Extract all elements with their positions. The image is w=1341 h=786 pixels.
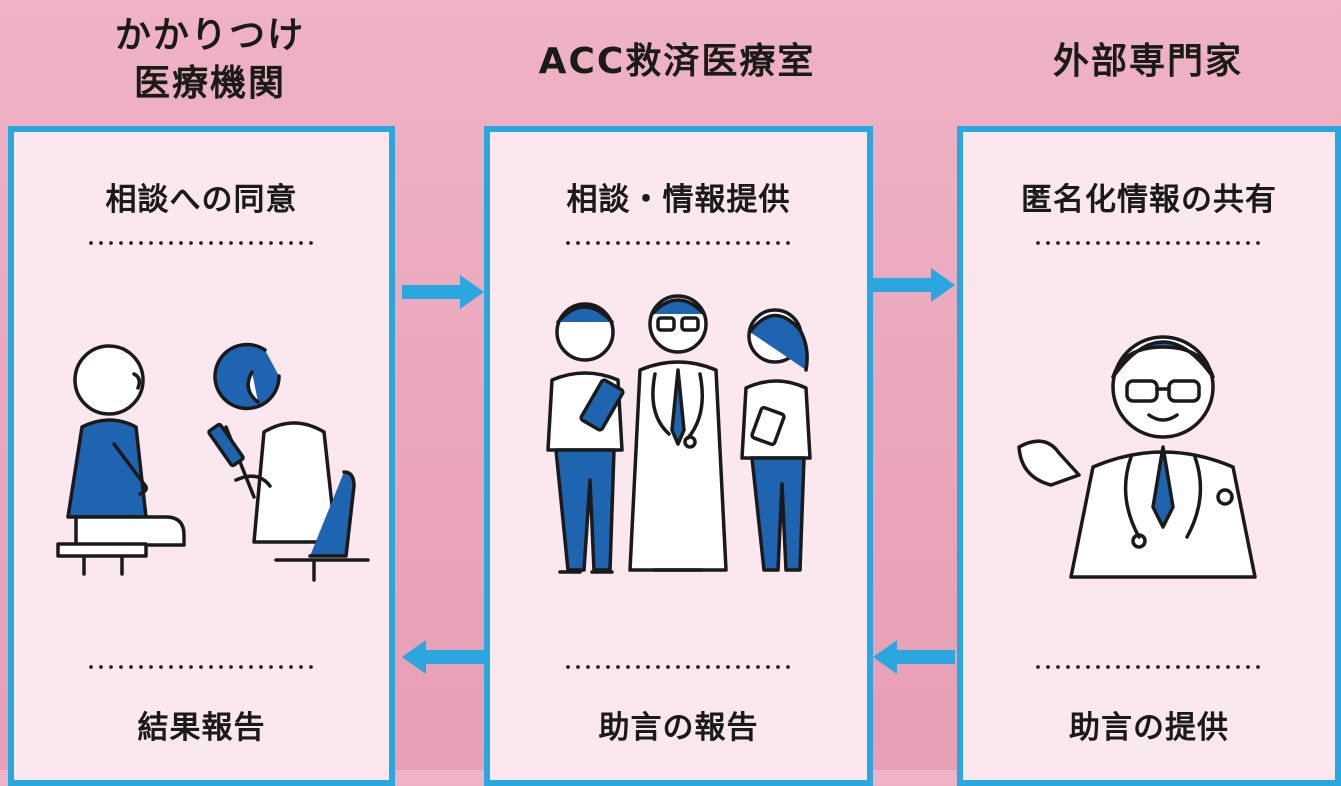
specialist-doctor-icon	[1017, 335, 1257, 579]
dotted-divider	[85, 664, 318, 670]
panel-acc-footer: 助言の報告	[598, 710, 759, 746]
panel-expert-heading: 匿名化情報の共有	[1021, 182, 1277, 218]
panel-acc-heading: 相談・情報提供	[566, 182, 791, 218]
title-expert-line1: 外部専門家	[1052, 41, 1243, 82]
dotted-divider	[562, 664, 795, 670]
title-clinic-line2: 医療機関	[133, 63, 286, 104]
panel-clinic-footer: 結果報告	[137, 710, 266, 746]
arrow-right-icon	[873, 268, 955, 302]
title-expert: 外部専門家	[955, 38, 1341, 86]
title-acc: ACC救済医療室	[482, 38, 872, 86]
dotted-divider	[1033, 664, 1265, 670]
panel-clinic: 相談への同意 結果報告	[8, 126, 395, 786]
panel-expert: 匿名化情報の共有 助言の提供	[957, 126, 1341, 786]
patient-consulting-doctor-icon	[56, 342, 370, 582]
panel-acc: 相談・情報提供 助言の報告	[484, 126, 873, 786]
dotted-divider	[1033, 240, 1265, 246]
dotted-divider	[85, 240, 318, 246]
panel-expert-footer: 助言の提供	[1069, 710, 1229, 746]
medical-team-icon	[546, 294, 812, 574]
title-clinic-line1: かかりつけ	[114, 15, 306, 56]
panel-clinic-heading: 相談への同意	[105, 182, 298, 218]
title-acc-line1: ACC救済医療室	[538, 41, 816, 82]
arrow-left-icon	[873, 640, 955, 674]
dotted-divider	[562, 240, 795, 246]
arrow-left-icon	[402, 640, 484, 674]
title-clinic: かかりつけ 医療機関	[20, 12, 400, 108]
arrow-right-icon	[402, 275, 484, 309]
